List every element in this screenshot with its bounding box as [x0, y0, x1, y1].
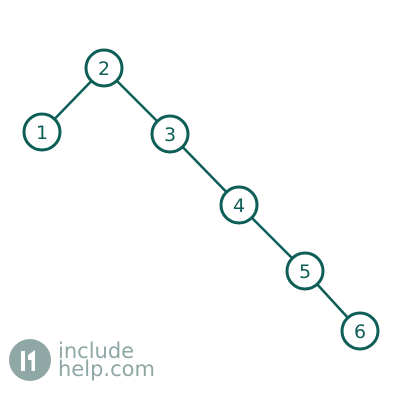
node-label: 6 — [354, 321, 366, 343]
node-label: 2 — [98, 58, 110, 80]
node-circle — [340, 311, 380, 351]
tree-node-6: 6 — [340, 311, 380, 351]
logo-icon — [9, 339, 51, 381]
node-circle — [150, 114, 190, 154]
node-label: 4 — [233, 195, 245, 217]
logo-text-include: include — [58, 339, 134, 363]
logo-text-helpcom: help.com — [58, 357, 155, 381]
node-circle — [22, 112, 62, 152]
node-circle — [84, 48, 124, 88]
node-label: 5 — [299, 261, 311, 283]
node-label: 1 — [36, 122, 48, 144]
node-circle — [219, 185, 259, 225]
tree-nodes: 2 1 3 4 5 6 — [22, 48, 380, 351]
tree-node-1: 1 — [22, 112, 62, 152]
node-circle — [285, 251, 325, 291]
includehelp-logo: include help.com — [9, 339, 155, 381]
node-label: 3 — [164, 124, 176, 146]
tree-node-3: 3 — [150, 114, 190, 154]
tree-node-5: 5 — [285, 251, 325, 291]
tree-edges — [41, 67, 361, 332]
tree-node-4: 4 — [219, 185, 259, 225]
tree-node-2: 2 — [84, 48, 124, 88]
